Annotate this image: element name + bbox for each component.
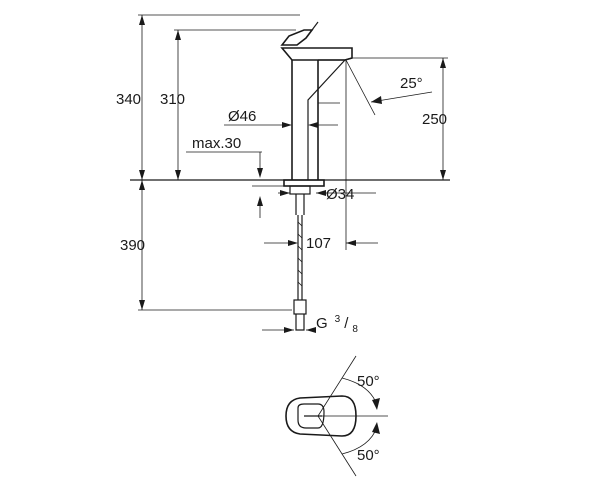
label-deck-thickness: max.30 (192, 135, 241, 152)
dim-connection (262, 327, 316, 333)
connection-prefix: G (316, 315, 328, 332)
label-connection: G 3 / 8 (316, 309, 358, 335)
faucet-top-view (285, 395, 388, 437)
connection-slash: / (344, 315, 349, 332)
dim-deck-thickness (186, 151, 284, 218)
label-spout-height: 310 (160, 91, 185, 108)
dim-total-height (138, 14, 300, 180)
dim-spout-angle (345, 59, 433, 116)
connection-num: 3 (335, 314, 341, 325)
dim-below-deck (138, 180, 292, 311)
label-below-deck: 390 (120, 237, 145, 254)
label-spout-angle: 25° (400, 75, 423, 92)
dim-spout-height (174, 29, 296, 180)
connection-den: 8 (352, 324, 358, 335)
dim-body-diameter (224, 102, 340, 128)
label-body-diameter: Ø46 (228, 108, 256, 125)
dim-lever-angle-top (317, 355, 380, 417)
label-total-height: 340 (116, 91, 141, 108)
faucet-side-view (280, 21, 353, 331)
label-outlet-height: 250 (422, 111, 447, 128)
dim-outlet-height (352, 57, 448, 180)
label-lever-angle-top: 50° (357, 373, 380, 390)
label-hole-diameter: Ø34 (326, 186, 354, 203)
dim-projection (264, 60, 378, 250)
label-projection: 107 (306, 235, 331, 252)
label-lever-angle-bottom: 50° (357, 447, 380, 464)
dim-lever-angle-bottom (317, 415, 380, 477)
